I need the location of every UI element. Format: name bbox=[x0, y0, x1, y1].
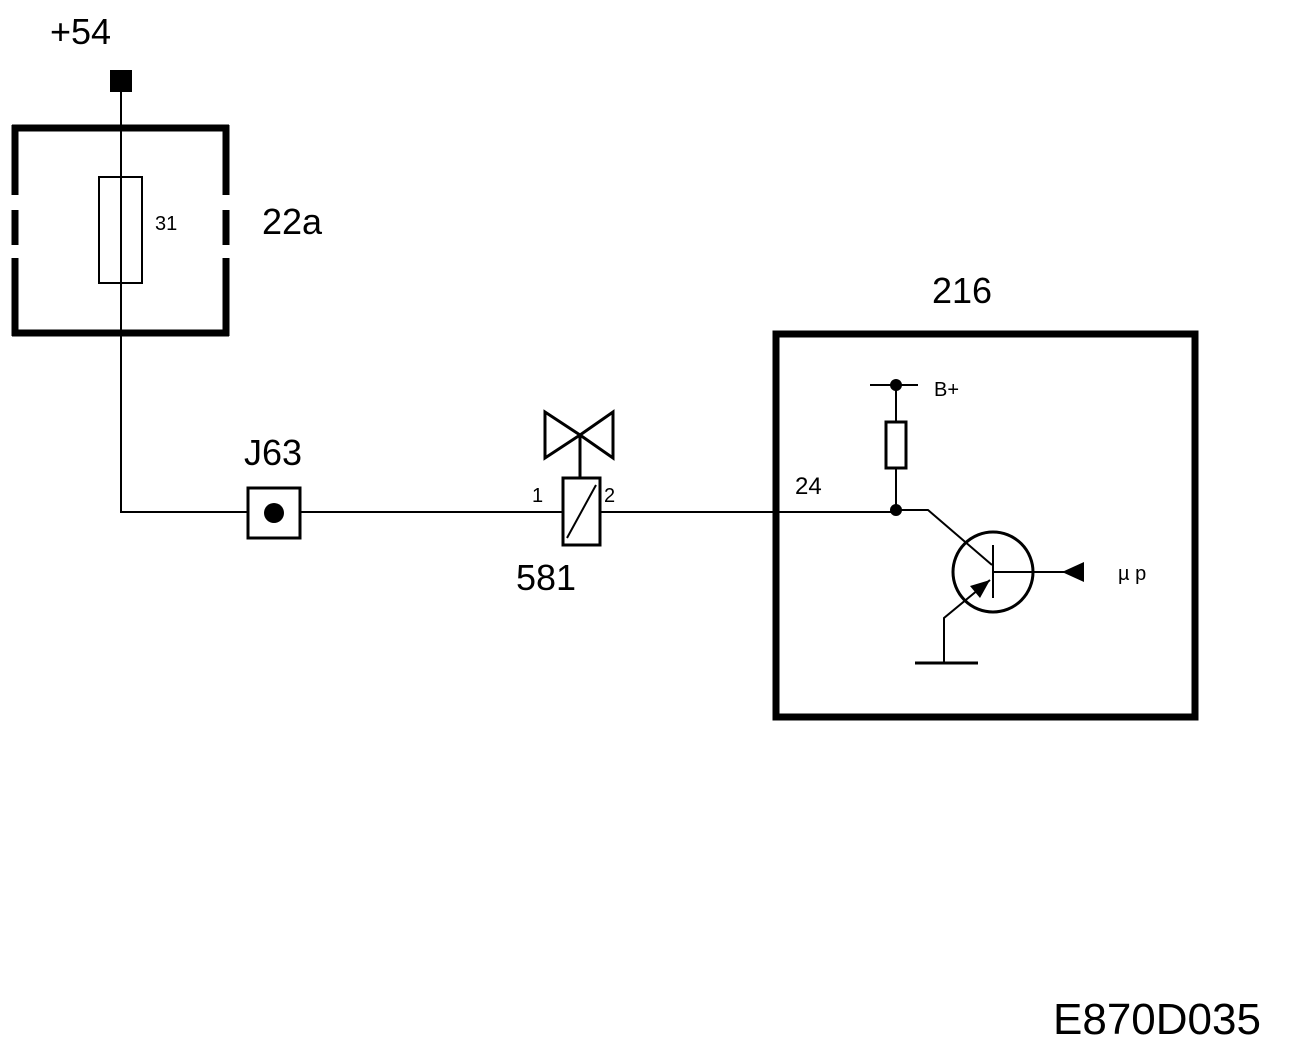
b-plus-label: B+ bbox=[934, 379, 959, 401]
fuse-box-label: 22a bbox=[262, 201, 323, 242]
control-unit-label: 216 bbox=[932, 270, 992, 311]
pull-up-resistor bbox=[884, 420, 908, 470]
control-unit-216 bbox=[772, 330, 1199, 721]
fuse-number-label: 31 bbox=[155, 213, 177, 235]
supply-terminal bbox=[110, 70, 132, 92]
control-unit-pin-label: 24 bbox=[795, 473, 822, 500]
valve-pin2-label: 2 bbox=[604, 485, 615, 507]
valve-pin1-label: 1 bbox=[532, 485, 543, 507]
microprocessor-label: µ p bbox=[1118, 563, 1146, 585]
connector-pin-dot bbox=[264, 503, 284, 523]
solenoid-diagonal bbox=[566, 484, 597, 539]
valve-symbol bbox=[543, 409, 615, 478]
transistor-collector bbox=[896, 509, 993, 566]
connector-label: J63 bbox=[244, 432, 302, 473]
transistor-emitter bbox=[943, 579, 991, 662]
emitter-arrow bbox=[970, 580, 990, 598]
valve-label: 581 bbox=[516, 557, 576, 598]
drawing-number: E870D035 bbox=[1053, 995, 1261, 1044]
wire-supply-to-valve bbox=[120, 92, 562, 513]
supply-label: +54 bbox=[50, 11, 111, 52]
input-arrow bbox=[1062, 562, 1084, 582]
